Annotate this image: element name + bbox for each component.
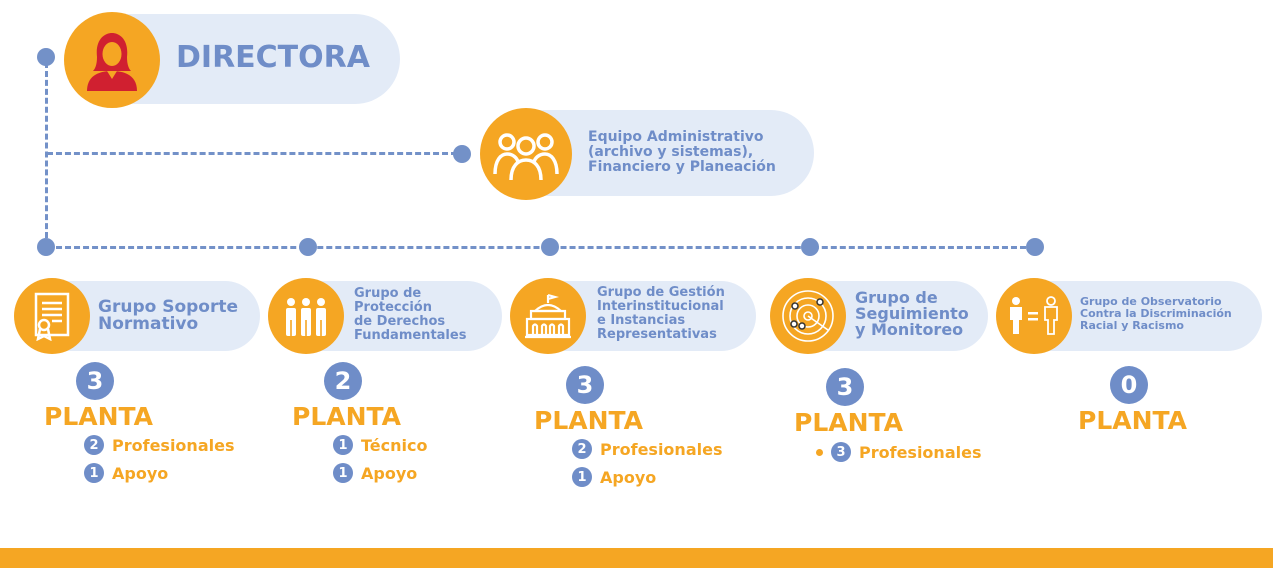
group-2-title-line-3: de Derechos [354, 314, 446, 329]
admin-team-line-3: Financiero y Planeación [588, 159, 776, 175]
group-1-badge [14, 278, 90, 354]
director-dot [37, 48, 55, 66]
group-2-title-line-2: Protección [354, 300, 432, 315]
group-dot-5 [1026, 238, 1044, 256]
group-3-breakdown-2-label: Apoyo [600, 467, 657, 487]
group-1-title-line-1: Grupo Soporte [98, 297, 239, 317]
group-5-title-line-1: Grupo de Observatorio [1080, 295, 1222, 308]
group-2-breakdown-1-label: Técnico [361, 435, 428, 455]
certificate-icon [34, 292, 70, 341]
group-1-breakdown-1: 2 Profesionales [84, 435, 234, 455]
equality-icon [1010, 296, 1058, 335]
group-4-breakdown-1-count: 3 [831, 442, 851, 462]
radar-icon [782, 290, 834, 342]
admin-team-badge [480, 108, 572, 200]
group-4-title-line-3: y Monitoreo [855, 320, 964, 339]
group-3-breakdown-1: 2 Profesionales [572, 439, 722, 459]
group-2-title-line-4: Fundamentales [354, 328, 467, 343]
group-2-title: Grupo de Protección de Derechos Fundamen… [354, 287, 466, 343]
group-3-breakdown-1-count: 2 [572, 439, 592, 459]
group-4-breakdown-1: 3 Profesionales [816, 442, 981, 462]
group-3-badge [510, 278, 586, 354]
director-title: DIRECTORA [176, 40, 370, 75]
group-5-badge [996, 278, 1072, 354]
group-3-title-line-1: Grupo de Gestión [597, 285, 725, 300]
group-2-title-line-1: Grupo de [354, 286, 422, 301]
admin-connector [47, 152, 457, 155]
group-1-breakdown-1-label: Profesionales [112, 435, 235, 455]
group-3-title-line-4: Representativas [597, 327, 717, 342]
admin-team-line-2: (archivo y sistemas), [588, 144, 754, 160]
group-4-count: 3 [826, 368, 864, 406]
group-5-title: Grupo de Observatorio Contra la Discrimi… [1080, 296, 1232, 332]
group-4-breakdown-1-label: Profesionales [859, 442, 982, 462]
group-1-breakdown-2: 1 Apoyo [84, 463, 168, 483]
group-2-breakdown-2-label: Apoyo [361, 463, 418, 483]
group-3-title: Grupo de Gestión Interinstitucional e In… [597, 286, 725, 342]
group-dot-3 [541, 238, 559, 256]
bullet-icon [816, 448, 823, 456]
group-3-breakdown-1-label: Profesionales [600, 439, 723, 459]
group-1-breakdown-2-label: Apoyo [112, 463, 169, 483]
group-3-title-line-3: e Instancias [597, 313, 686, 328]
group-2-count: 2 [324, 362, 362, 400]
group-3-title-line-2: Interinstitucional [597, 299, 724, 314]
admin-team-line-1: Equipo Administrativo [588, 129, 764, 145]
group-1-title-line-2: Normativo [98, 314, 199, 334]
vertical-connector [45, 62, 48, 247]
group-1-planta: PLANTA [44, 402, 153, 431]
group-2-breakdown-2-count: 1 [333, 463, 353, 483]
people-group-icon [286, 298, 326, 336]
group-dot-1 [37, 238, 55, 256]
group-5-count: 0 [1110, 366, 1148, 404]
group-dot-4 [801, 238, 819, 256]
group-2-breakdown-1: 1 Técnico [333, 435, 427, 455]
group-1-count: 3 [76, 362, 114, 400]
group-2-breakdown-2: 1 Apoyo [333, 463, 417, 483]
group-1-breakdown-2-count: 1 [84, 463, 104, 483]
group-4-title-line-2: Seguimiento [855, 304, 969, 323]
group-1-breakdown-1-count: 2 [84, 435, 104, 455]
group-4-title-line-1: Grupo de [855, 288, 938, 307]
group-2-badge [268, 278, 344, 354]
group-4-badge [770, 278, 846, 354]
group-3-breakdown-2-count: 1 [572, 467, 592, 487]
group-2-planta: PLANTA [292, 402, 401, 431]
admin-dot [453, 145, 471, 163]
group-5-title-line-2: Contra la Discriminación [1080, 307, 1232, 320]
footer-bar [0, 548, 1273, 568]
director-avatar [64, 12, 160, 108]
admin-team-label: Equipo Administrativo (archivo y sistema… [588, 130, 776, 175]
group-3-planta: PLANTA [534, 406, 643, 435]
group-3-count: 3 [566, 366, 604, 404]
group-2-breakdown-1-count: 1 [333, 435, 353, 455]
group-5-title-line-3: Racial y Racismo [1080, 319, 1184, 332]
group-4-planta: PLANTA [794, 408, 903, 437]
group-1-title: Grupo Soporte Normativo [98, 299, 238, 333]
group-4-title: Grupo de Seguimiento y Monitoreo [855, 290, 969, 338]
group-3-breakdown-2: 1 Apoyo [572, 467, 656, 487]
group-dot-2 [299, 238, 317, 256]
group-5-planta: PLANTA [1078, 406, 1187, 435]
female-person-icon [87, 33, 137, 91]
institution-building-icon [525, 293, 571, 339]
team-icon [493, 133, 559, 181]
